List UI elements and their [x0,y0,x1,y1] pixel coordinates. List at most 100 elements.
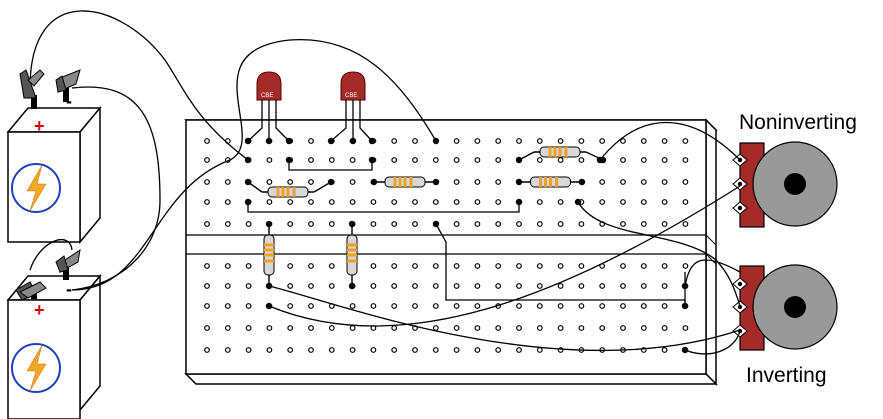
breadboard-hole [682,199,689,205]
lightning-bolt-icon [26,344,47,392]
breadboard-hole [536,283,543,289]
breadboard-hole [391,263,398,269]
breadboard-hole [287,325,294,331]
breadboard-hole [287,263,294,269]
breadboard-hole [308,179,314,185]
breadboard-hole [308,138,314,144]
breadboard-hole [495,221,502,227]
breadboard-hole [495,199,502,205]
breadboard-hole [620,303,626,309]
alligator-clip-icon [19,69,45,99]
breadboard-hole [474,263,481,269]
breadboard-hole [391,347,398,353]
breadboard-hole [599,303,606,309]
breadboard-hole [557,199,564,205]
alligator-clip-icon [55,69,81,93]
breadboard-hole [682,179,689,185]
breadboard-hole [474,199,481,205]
breadboard-hole [599,283,606,289]
breadboard-hole [536,347,543,353]
breadboard-hole [536,199,543,205]
breadboard-hole [516,221,522,227]
breadboard-hole [578,325,585,331]
breadboard-hole [370,347,377,353]
breadboard-hole [536,157,543,163]
alligator-clip-icon [55,248,81,273]
breadboard-hole [682,325,689,331]
breadboard-hole [432,283,439,289]
breadboard-hole [453,138,460,144]
breadboard-hole [412,263,418,269]
breadboard-hole [495,179,502,185]
breadboard-hole [620,221,626,227]
breadboard-hole [640,283,647,289]
breadboard-hole [391,325,398,331]
breadboard-hole [495,347,502,353]
breadboard-hole [620,283,626,289]
breadboard-hole [495,138,502,144]
resistor-icon [263,224,275,286]
breadboard-hole [474,325,481,331]
breadboard-hole [661,157,668,163]
connection-dot [265,302,273,310]
breadboard-hole [578,157,585,163]
connection-dot [432,137,440,145]
breadboard-hole [349,199,356,205]
breadboard-hole [620,263,626,269]
breadboard-hole [661,221,668,227]
breadboard-hole [640,221,647,227]
breadboard-hole [224,263,231,269]
breadboard-hole [453,325,460,331]
connection-dot [515,198,523,206]
breadboard-hole [245,325,252,331]
breadboard-hole [578,283,585,289]
connection-dot [285,156,293,164]
breadboard-hole [391,199,398,205]
breadboard-hole [640,138,647,144]
breadboard-hole [349,179,356,185]
breadboard-hole [536,138,543,144]
breadboard-hole [516,138,522,144]
breadboard-hole [224,325,231,331]
breadboard-hole [682,157,689,163]
breadboard-hole [308,283,314,289]
breadboard-hole [557,138,564,144]
breadboard-hole [432,347,439,353]
connection-dot [370,178,378,186]
breadboard-hole [266,325,273,331]
breadboard-hole [557,283,564,289]
breadboard-hole [391,283,398,289]
speaker-inverting [739,264,838,351]
breadboard-hole [661,325,668,331]
breadboard-hole [453,179,460,185]
inverting-label: Inverting [746,364,827,387]
breadboard-hole [204,179,210,185]
alligator-clip-icon [15,281,47,301]
connection-dot [578,178,586,186]
breadboard-hole [640,303,647,309]
breadboard-hole [557,221,564,227]
noninverting-label: Noninverting [739,111,857,134]
breadboard-hole [204,138,210,144]
breadboard-hole [412,347,418,353]
breadboard-hole [245,347,252,353]
breadboard-hole [557,303,564,309]
breadboard-hole [578,138,585,144]
breadboard-hole [474,138,481,144]
breadboard-hole [412,138,418,144]
breadboard-hole [516,263,522,269]
breadboard-hole [308,199,314,205]
breadboard-hole [640,157,647,163]
connection-dot [348,220,356,228]
breadboard-hole [620,179,626,185]
connection-dot [596,156,604,164]
breadboard-hole [474,157,481,163]
resistors [247,146,604,286]
breadboard-hole [640,325,647,331]
battery-top: + - [6,88,102,245]
breadboard-hole [224,221,231,227]
transistor-2: CBE [330,71,373,142]
breadboard-hole [412,157,418,163]
breadboard-hole [432,157,439,163]
breadboard-hole [578,263,585,269]
